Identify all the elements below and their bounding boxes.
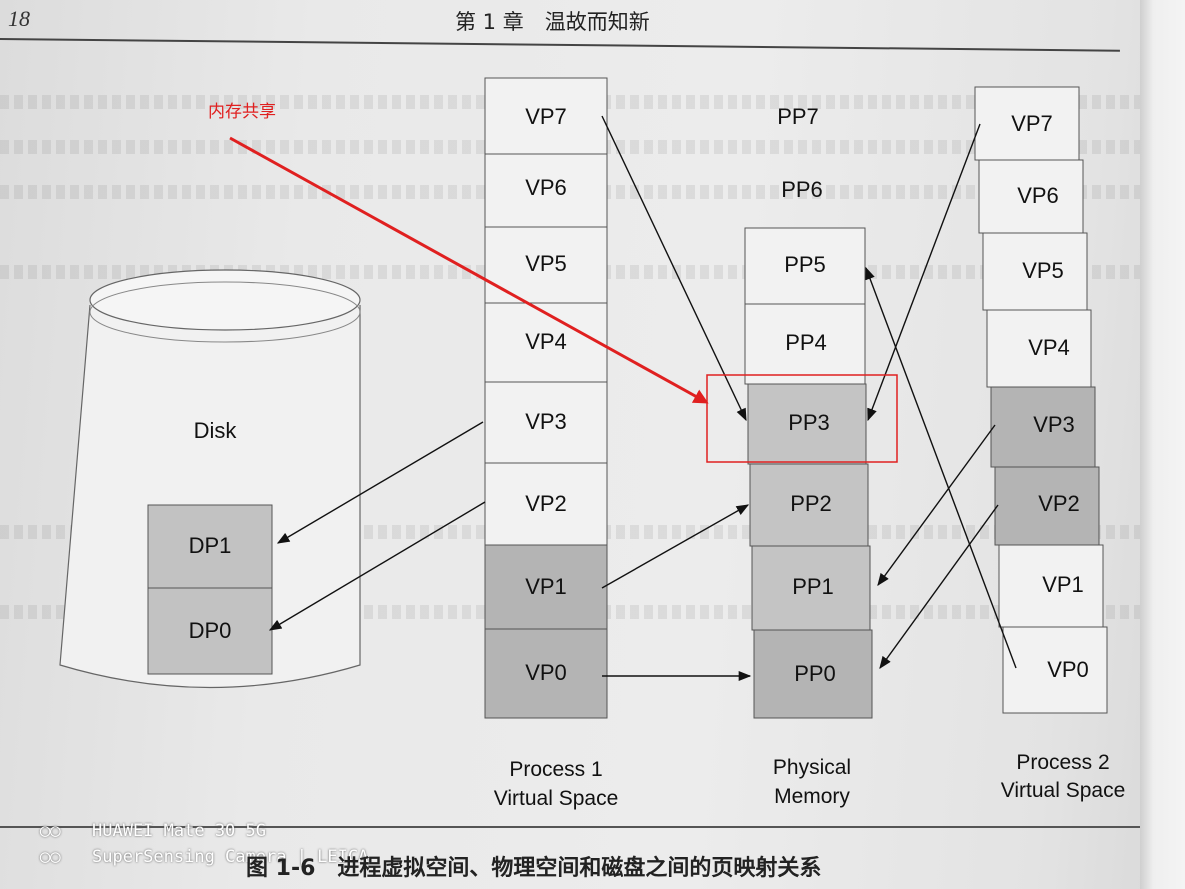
pp2-label: PP2 bbox=[790, 491, 832, 516]
p2-caption-line2: Virtual Space bbox=[1001, 779, 1126, 802]
p1-vp3: VP3 bbox=[525, 409, 567, 434]
p2-vp1: VP1 bbox=[1042, 572, 1084, 597]
next-page-edge bbox=[1140, 0, 1185, 889]
pp1-label: PP1 bbox=[792, 574, 834, 599]
p2-vp7: VP7 bbox=[1011, 111, 1053, 136]
p2-vp5: VP5 bbox=[1022, 258, 1064, 283]
p1-caption-line1: Process 1 bbox=[509, 758, 602, 781]
camera-rings-icon: ◯◯ bbox=[40, 847, 61, 867]
pp4-label: PP4 bbox=[785, 330, 827, 355]
p2-vp3: VP3 bbox=[1033, 412, 1075, 437]
figure-caption-text: 进程虚拟空间、物理空间和磁盘之间的页映射关系 bbox=[337, 856, 822, 881]
p1-vp4: VP4 bbox=[525, 329, 567, 354]
disk-cylinder: Disk DP1 DP0 bbox=[59, 269, 361, 689]
pp0-label: PP0 bbox=[794, 661, 836, 686]
annotation-highlight-box bbox=[706, 374, 898, 463]
watermark-line1: HUAWEI Mate 30 5G bbox=[92, 821, 266, 841]
annotation-label: 内存共享 bbox=[208, 102, 276, 122]
figure-number: 图 1-6 bbox=[246, 856, 316, 881]
p1-vp5: VP5 bbox=[525, 251, 567, 276]
annotation-arrow bbox=[229, 136, 709, 404]
arrow-p1vp2-dp0 bbox=[268, 501, 486, 631]
arrow-p2vp7-pp3 bbox=[867, 123, 981, 422]
pp6-label: PP6 bbox=[781, 177, 823, 202]
p1-vp2: VP2 bbox=[525, 491, 567, 516]
arrow-p1vp7-pp3 bbox=[601, 115, 747, 422]
p2-vp6: VP6 bbox=[1017, 183, 1059, 208]
process2-column: VP7 VP6 VP5 VP4 VP3 VP2 VP1 VP0 Process … bbox=[974, 86, 1126, 802]
phys-caption-line1: Physical bbox=[773, 756, 851, 779]
pp3-label: PP3 bbox=[788, 410, 830, 435]
disk-block-dp0: DP0 bbox=[189, 618, 232, 643]
arrow-p1vp3-dp1 bbox=[276, 421, 484, 544]
p1-caption-line2: Virtual Space bbox=[494, 787, 619, 810]
arrow-p1vp1-pp2 bbox=[601, 504, 750, 589]
p2-vp0: VP0 bbox=[1047, 657, 1089, 682]
p2-vp2: VP2 bbox=[1038, 491, 1080, 516]
physical-memory-column: PP7 PP6 PP5 PP4 PP3 PP2 PP1 PP0 Physical… bbox=[744, 104, 873, 808]
pp7-label: PP7 bbox=[777, 104, 819, 129]
disk-label: Disk bbox=[194, 418, 238, 443]
p1-vp1: VP1 bbox=[525, 574, 567, 599]
pp5-label: PP5 bbox=[784, 252, 826, 277]
p1-vp7: VP7 bbox=[525, 104, 567, 129]
arrow-p2vp3-pp1 bbox=[877, 424, 996, 587]
arrow-p2vp0-pp5 bbox=[865, 266, 1017, 669]
disk-block-dp1: DP1 bbox=[189, 533, 232, 558]
bottom-rule bbox=[0, 826, 1140, 828]
watermark-line2: SuperSensing Camera | LEICA bbox=[92, 847, 369, 867]
p2-vp4: VP4 bbox=[1028, 335, 1070, 360]
p2-caption-line1: Process 2 bbox=[1016, 751, 1109, 774]
chapter-title: 第 1 章 温故而知新 bbox=[455, 10, 650, 34]
shared-memory-annotation: 内存共享 bbox=[208, 102, 898, 463]
figure-caption: 图 1-6 进程虚拟空间、物理空间和磁盘之间的页映射关系 bbox=[246, 850, 821, 882]
mapping-arrows bbox=[268, 115, 1017, 682]
p1-vp0: VP0 bbox=[525, 660, 567, 685]
camera-rings-icon: ◯◯ bbox=[40, 821, 61, 841]
p1-vp6: VP6 bbox=[525, 175, 567, 200]
phys-caption-line2: Memory bbox=[774, 785, 850, 808]
page-number: 18 bbox=[8, 6, 30, 31]
camera-watermark: ◯◯ HUAWEI Mate 30 5G ◯◯ SuperSensing Camer… bbox=[40, 818, 368, 870]
arrow-p2vp2-pp0 bbox=[879, 504, 999, 670]
process1-column: VP7 VP6 VP5 VP4 VP3 VP2 VP1 VP0 Process … bbox=[484, 77, 619, 810]
